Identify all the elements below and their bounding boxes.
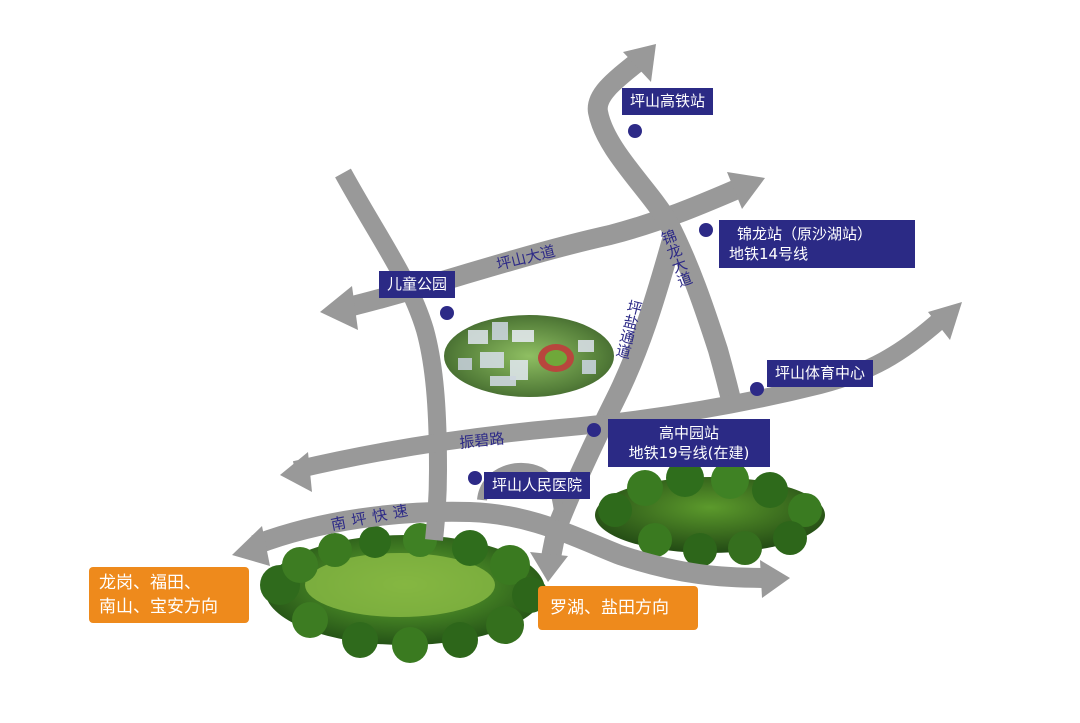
- label-gaozhongyuan-station: 高中园站 地铁19号线(在建): [608, 419, 770, 467]
- grove-east: [595, 459, 825, 567]
- road-label-zhenbi: 振碧路: [459, 429, 506, 452]
- label-gaozhongyuan-station-name: 高中园站: [658, 424, 719, 442]
- poi-dot-sports-center: [750, 382, 764, 396]
- label-hospital: 坪山人民医院: [484, 472, 591, 499]
- direction-southeast: 罗湖、盐田方向: [538, 586, 698, 630]
- poi-dot-hospital: [468, 471, 482, 485]
- direction-west: 龙岗、福田、 南山、宝安方向: [89, 567, 249, 623]
- poi-dots: [440, 124, 764, 485]
- direction-west-line2: 南山、宝安方向: [99, 597, 218, 617]
- direction-west-line1: 龙岗、福田、: [99, 573, 201, 593]
- label-jinlong-station-line: 地铁14号线: [729, 245, 809, 263]
- campus-aerial-image: [442, 313, 616, 399]
- poi-dot-jinlong-station: [699, 223, 713, 237]
- road-park-vertical: [335, 168, 447, 541]
- road-jinlong-avenue: [587, 52, 744, 415]
- poi-dot-gaozhongyuan: [587, 423, 601, 437]
- forest-southwest: [260, 523, 548, 663]
- label-pingshan-hsr-station: 坪山高铁站: [622, 88, 714, 115]
- road-nanping-expressway: [251, 501, 771, 588]
- label-jinlong-station: 锦龙站（原沙湖站） 地铁14号线: [719, 220, 915, 268]
- label-sports-center: 坪山体育中心: [767, 360, 874, 387]
- label-gaozhongyuan-station-line: 地铁19号线(在建): [628, 444, 750, 462]
- poi-dot-pingshan-hsr: [628, 124, 642, 138]
- poi-dot-children-park: [440, 306, 454, 320]
- label-jinlong-station-name: 锦龙站（原沙湖站）: [737, 225, 873, 243]
- label-children-park: 儿童公园: [379, 271, 456, 298]
